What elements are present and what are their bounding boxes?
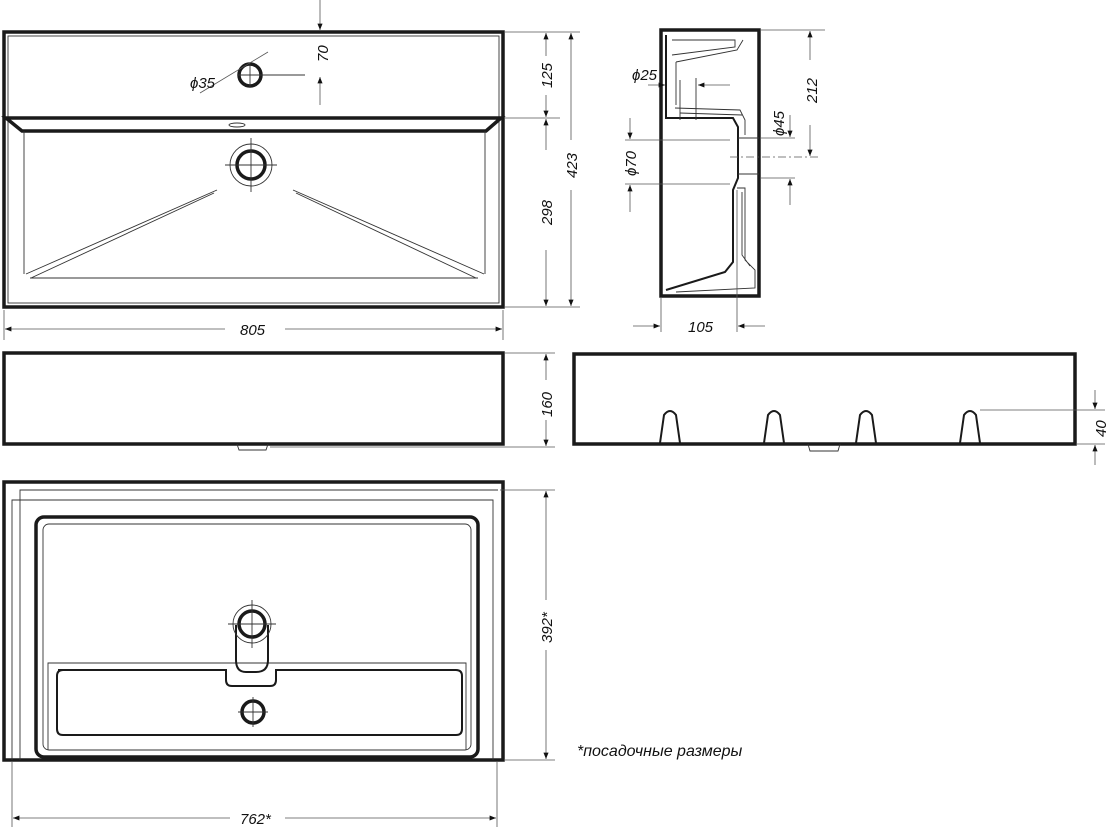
- mount-width-dim: 762*: [240, 811, 272, 827]
- bracket-height-dim: 40: [1093, 420, 1110, 437]
- thickness-dim: 105: [688, 319, 714, 336]
- bore-dim: ϕ70: [623, 150, 640, 176]
- total-depth-dim: 423: [564, 152, 581, 178]
- bracket-slot: [659, 410, 681, 444]
- bracket-slot: [763, 410, 785, 444]
- height-dim: 160: [539, 391, 556, 417]
- width-dim: 805: [240, 322, 266, 339]
- bracket-slot: [959, 410, 981, 444]
- drain-height-dim: 212: [804, 77, 821, 104]
- deck-depth-dim: 125: [539, 62, 556, 88]
- side-section: ϕ25 212 ϕ45 ϕ70 105: [623, 28, 825, 336]
- bottom-view: 392* 762* *посадочные размеры: [2, 480, 743, 827]
- mounting-note: *посадочные размеры: [577, 743, 743, 760]
- top-view: ϕ35 70 125 298 423 805: [1, 0, 581, 340]
- basin-depth-dim: 298: [539, 199, 556, 226]
- rear-view: 40: [572, 352, 1110, 465]
- bracket-slot: [855, 410, 877, 444]
- tap-hole-dim: ϕ35: [190, 75, 216, 92]
- mount-depth-dim: 392*: [539, 611, 556, 643]
- outlet-dim: ϕ45: [771, 110, 788, 136]
- front-view: 160: [2, 351, 556, 451]
- overflow-dim: ϕ25: [632, 67, 658, 84]
- tap-offset-dim: 70: [315, 45, 332, 62]
